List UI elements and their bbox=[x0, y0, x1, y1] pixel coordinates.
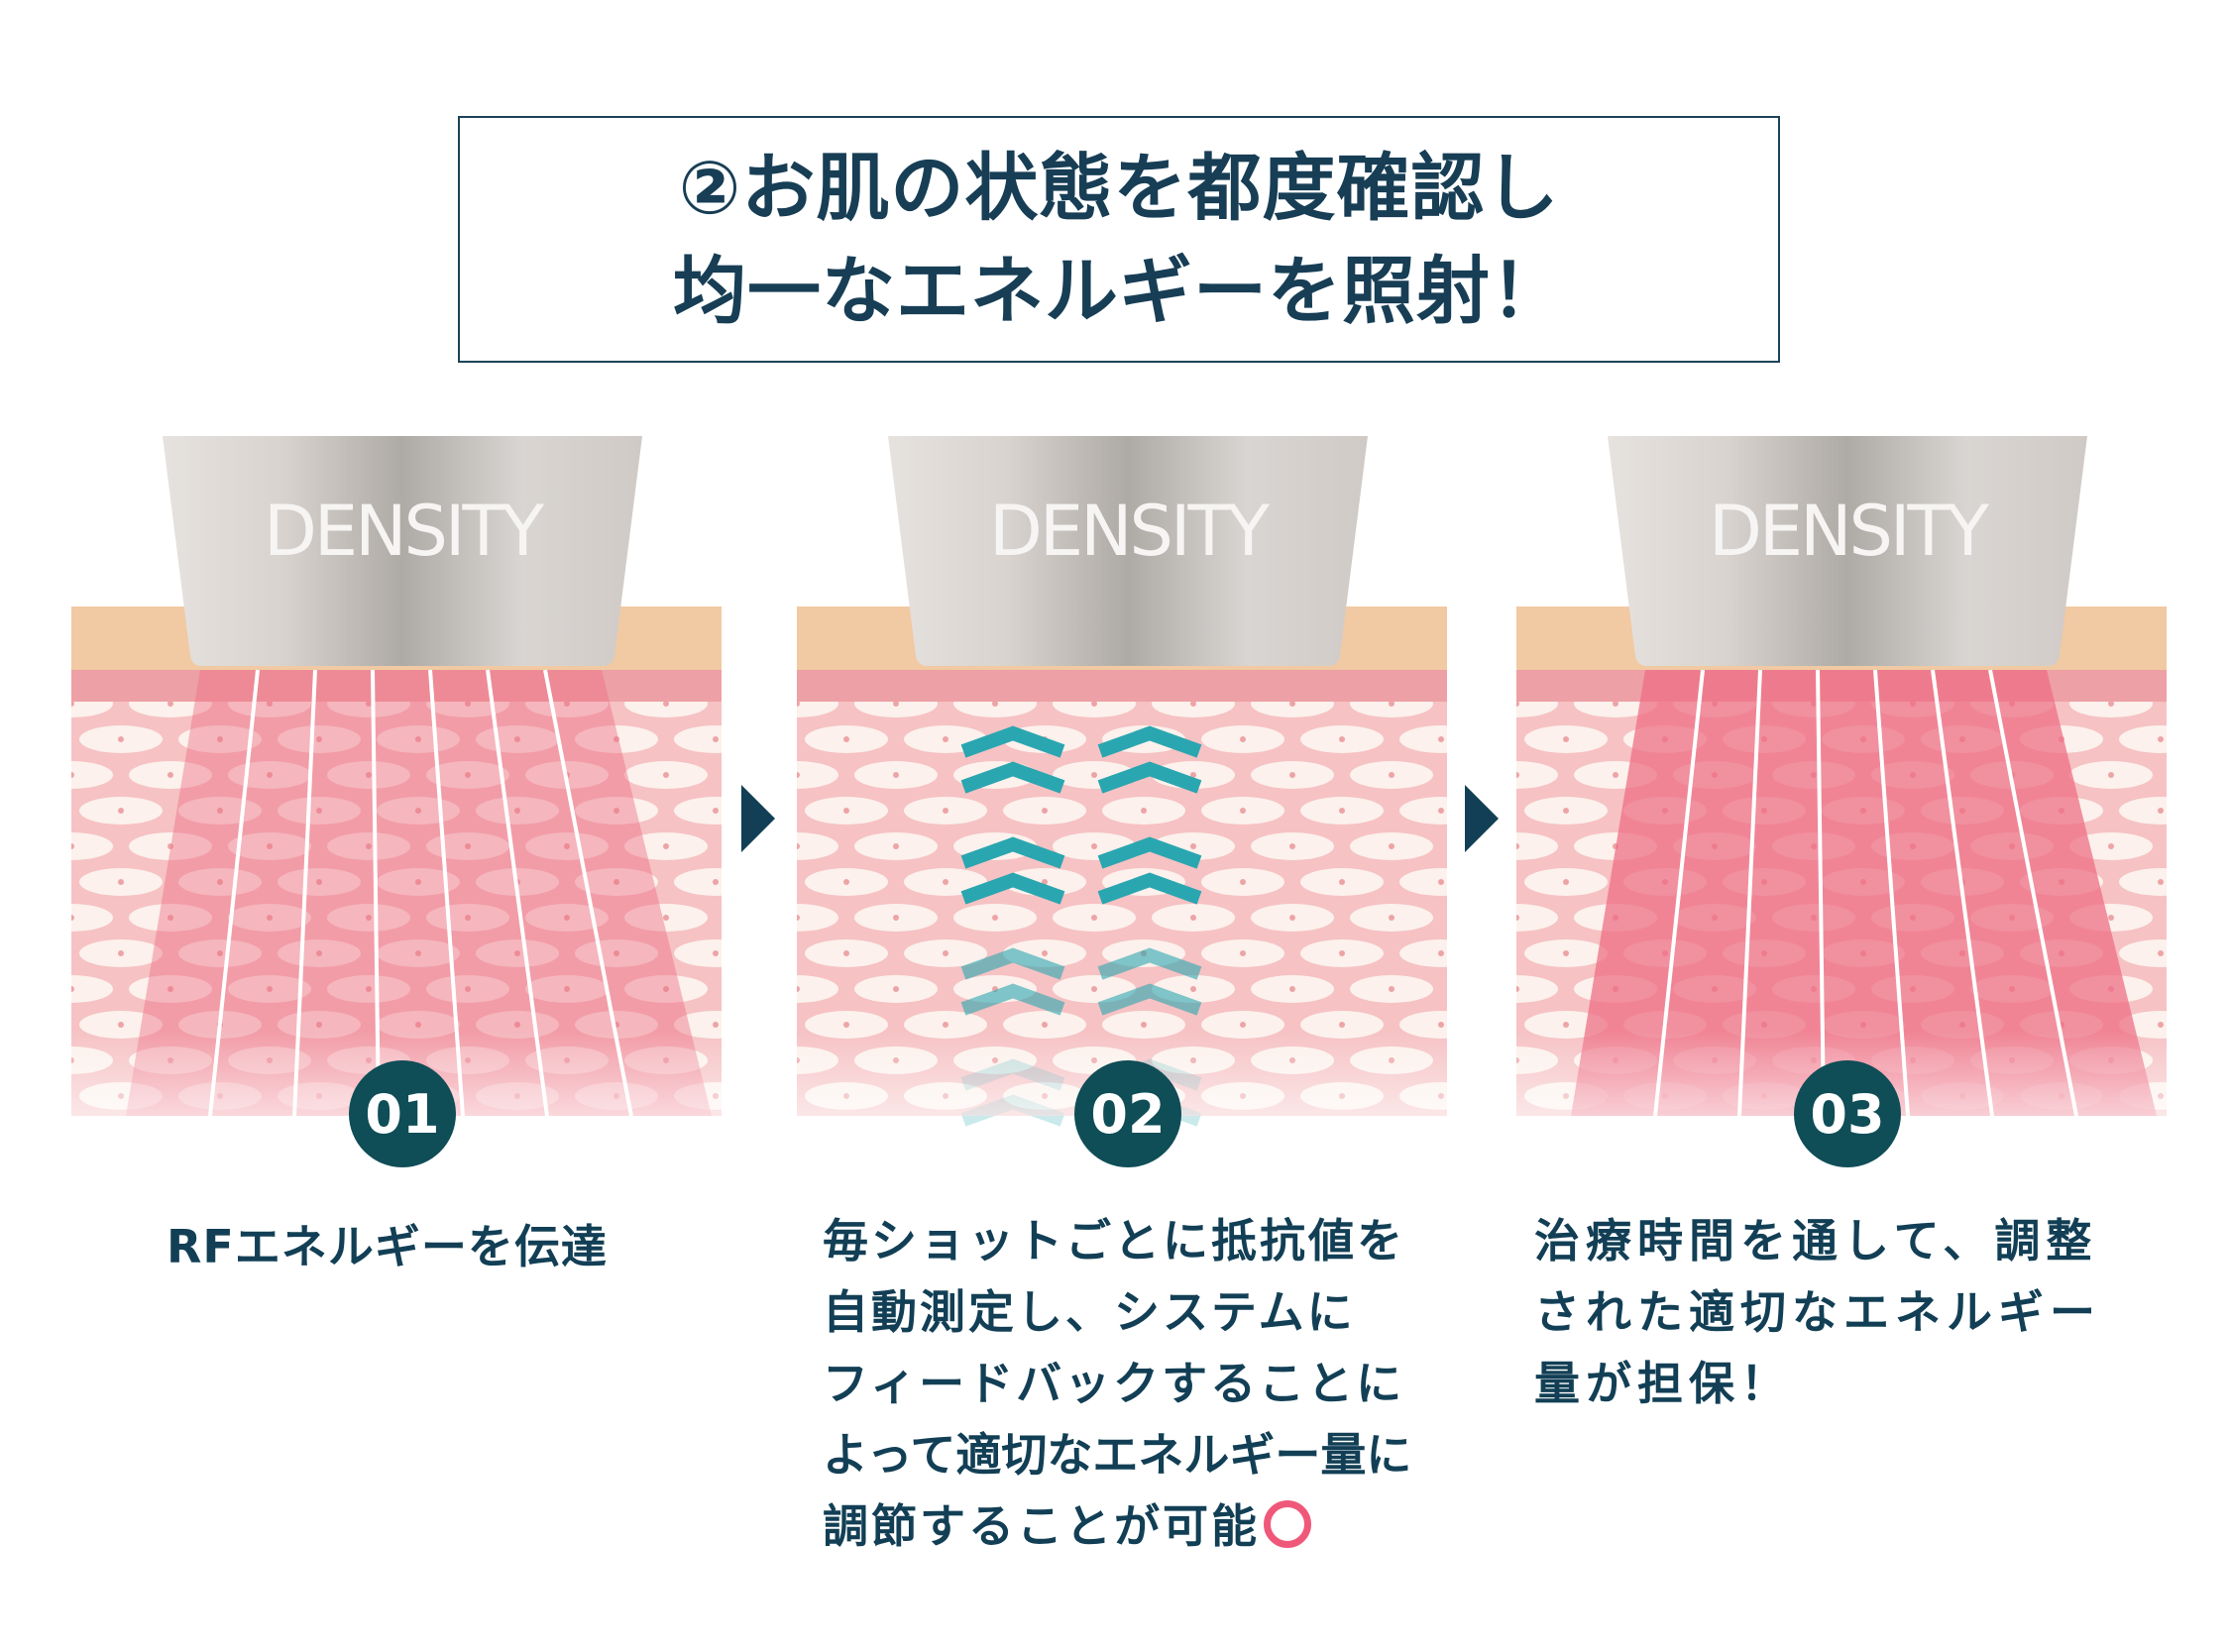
feedback-chevron-icon bbox=[1097, 947, 1202, 980]
description-line: 調節することが可能 bbox=[823, 1499, 1260, 1553]
step-number: 03 bbox=[1810, 1083, 1884, 1146]
device-label: DENSITY bbox=[264, 491, 544, 572]
feedback-chevron-icon bbox=[960, 872, 1065, 905]
circle-ok-icon bbox=[1264, 1500, 1311, 1548]
title-box: ②お肌の状態を都度確認し 均一なエネルギーを照射！ bbox=[458, 116, 1780, 363]
step-1-illustration: DENSITY 01 bbox=[71, 436, 725, 1169]
feedback-chevron-icon bbox=[960, 983, 1065, 1016]
device-label: DENSITY bbox=[989, 491, 1270, 572]
step-badge bbox=[1074, 1060, 1181, 1167]
density-device-head bbox=[163, 436, 642, 666]
arrow-right-icon bbox=[741, 785, 775, 852]
step-badge bbox=[349, 1060, 456, 1167]
feedback-chevron-icon bbox=[1097, 725, 1202, 758]
step-2-description: 毎ショットごとに抵抗値を 自動測定し、システムに フィードバックすることに よっ… bbox=[823, 1205, 1411, 1562]
feedback-chevron-icon bbox=[1097, 761, 1202, 794]
feedback-chevron-icon bbox=[1097, 872, 1202, 905]
feedback-chevron-icon bbox=[1097, 836, 1202, 869]
step-number: 01 bbox=[365, 1083, 439, 1146]
dermis-band bbox=[797, 670, 1447, 702]
dermis-band bbox=[71, 670, 722, 702]
density-device-head bbox=[1608, 436, 2087, 666]
step-3-description: 治療時間を通して、調整 された適切なエネルギー 量が担保！ bbox=[1534, 1205, 2101, 1419]
step-badge bbox=[1794, 1060, 1901, 1167]
arrow-right-icon bbox=[1465, 785, 1499, 852]
description-line: RFエネルギーを伝達 bbox=[167, 1220, 608, 1273]
description-line: 量が担保！ bbox=[1534, 1357, 1792, 1410]
feedback-chevron-icon bbox=[960, 836, 1065, 869]
step-2-illustration: DENSITY 02 bbox=[797, 436, 1451, 1169]
description-line: 治療時間を通して、調整 bbox=[1534, 1214, 2098, 1267]
description-line: フィードバックすることに bbox=[823, 1357, 1405, 1410]
density-device-head bbox=[888, 436, 1368, 666]
feedback-chevron-icon bbox=[1097, 983, 1202, 1016]
description-line: 自動測定し、システムに bbox=[823, 1285, 1356, 1339]
title-line-1: ②お肌の状態を都度確認し bbox=[678, 145, 1560, 231]
device-label: DENSITY bbox=[1709, 491, 1989, 572]
feedback-chevron-icon bbox=[960, 725, 1065, 758]
description-line: された適切なエネルギー bbox=[1534, 1285, 2101, 1339]
description-line: よって適切なエネルギー量に bbox=[823, 1428, 1412, 1482]
feedback-chevron-icon bbox=[960, 947, 1065, 980]
step-number: 02 bbox=[1090, 1083, 1165, 1146]
step-1-description: RFエネルギーを伝達 bbox=[167, 1211, 608, 1282]
title-line-2: 均一なエネルギーを照射！ bbox=[673, 248, 1565, 334]
description-line: 毎ショットごとに抵抗値を bbox=[823, 1214, 1405, 1267]
step-3-illustration: DENSITY 03 bbox=[1516, 436, 2171, 1169]
feedback-chevron-icon bbox=[960, 761, 1065, 794]
